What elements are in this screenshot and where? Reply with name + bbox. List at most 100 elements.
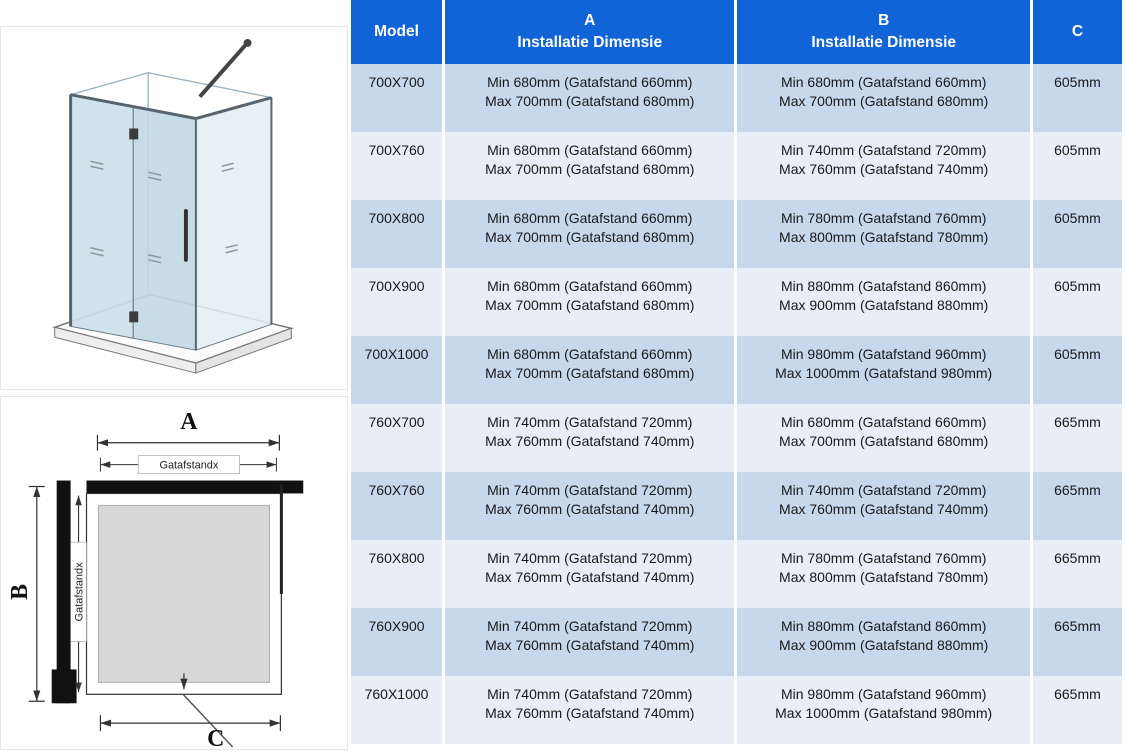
- plan-view-drawing: A Gatafstandx B: [0, 396, 348, 750]
- cell-b-max: Max 900mm (Gatafstand 880mm): [779, 636, 989, 653]
- dim-line-a: [96, 434, 280, 451]
- cell-a-max: Max 700mm (Gatafstand 680mm): [485, 160, 695, 177]
- cell-a-max: Max 760mm (Gatafstand 740mm): [485, 568, 695, 585]
- cell-a: Min 680mm (Gatafstand 660mm) Max 700mm (…: [445, 200, 735, 268]
- glass-panels: [70, 94, 272, 351]
- col-header-b-letter: B: [878, 11, 890, 29]
- col-header-a-letter: A: [584, 11, 596, 29]
- cell-b-min: Min 740mm (Gatafstand 720mm): [780, 142, 987, 158]
- cell-b: Min 680mm (Gatafstand 660mm) Max 700mm (…: [737, 404, 1030, 472]
- cell-a: Min 680mm (Gatafstand 660mm) Max 700mm (…: [445, 336, 735, 404]
- cell-a: Min 740mm (Gatafstand 720mm) Max 760mm (…: [445, 676, 735, 744]
- cell-a-min: Min 740mm (Gatafstand 720mm): [487, 550, 693, 566]
- cell-a: Min 740mm (Gatafstand 720mm) Max 760mm (…: [445, 540, 735, 608]
- cell-a-max: Max 760mm (Gatafstand 740mm): [485, 636, 695, 653]
- cell-c: 605mm: [1032, 64, 1122, 132]
- col-header-a: A Installatie Dimensie: [445, 0, 735, 64]
- table-row: 760X900 Min 740mm (Gatafstand 720mm) Max…: [351, 608, 1122, 676]
- top-wall: [86, 480, 304, 494]
- cell-model: 760X800: [351, 540, 443, 608]
- cell-a-max: Max 700mm (Gatafstand 680mm): [485, 296, 695, 313]
- cell-a-max: Max 700mm (Gatafstand 680mm): [485, 92, 695, 109]
- cell-a-min: Min 680mm (Gatafstand 660mm): [487, 346, 693, 362]
- dim-line-b: [28, 485, 45, 702]
- cell-c: 605mm: [1032, 132, 1122, 200]
- table-row: 760X700 Min 740mm (Gatafstand 720mm) Max…: [351, 404, 1122, 472]
- cell-b-max: Max 1000mm (Gatafstand 980mm): [775, 364, 993, 381]
- col-header-b: B Installatie Dimensie: [737, 0, 1030, 64]
- cell-a-max: Max 700mm (Gatafstand 680mm): [485, 364, 695, 381]
- cell-model: 760X1000: [351, 676, 443, 744]
- door-panel-1: [70, 94, 134, 339]
- cell-a: Min 680mm (Gatafstand 660mm) Max 700mm (…: [445, 268, 735, 336]
- cell-c: 665mm: [1032, 472, 1122, 540]
- cell-c: 665mm: [1032, 676, 1122, 744]
- cell-b: Min 980mm (Gatafstand 960mm) Max 1000mm …: [737, 676, 1030, 744]
- cell-a-max: Max 760mm (Gatafstand 740mm): [485, 500, 695, 517]
- glass-marks: [90, 160, 238, 264]
- table-row: 760X1000 Min 740mm (Gatafstand 720mm) Ma…: [351, 676, 1122, 744]
- cell-a: Min 740mm (Gatafstand 720mm) Max 760mm (…: [445, 608, 735, 676]
- cell-b-min: Min 680mm (Gatafstand 660mm): [780, 74, 987, 90]
- dim-line-c: [99, 715, 281, 732]
- cell-model: 700X800: [351, 200, 443, 268]
- cell-c: 665mm: [1032, 540, 1122, 608]
- cell-a-max: Max 760mm (Gatafstand 740mm): [485, 432, 695, 449]
- table-panel: Model A Installatie Dimensie B Installat…: [348, 0, 1125, 752]
- cell-c: 605mm: [1032, 268, 1122, 336]
- dim-label-c: C: [207, 726, 224, 749]
- table-row: 700X760 Min 680mm (Gatafstand 660mm) Max…: [351, 132, 1122, 200]
- cell-model: 700X760: [351, 132, 443, 200]
- cell-b-max: Max 800mm (Gatafstand 780mm): [779, 568, 989, 585]
- table-row: 700X1000 Min 680mm (Gatafstand 660mm) Ma…: [351, 336, 1122, 404]
- cell-a-min: Min 680mm (Gatafstand 660mm): [487, 142, 693, 158]
- enclosure-3d-drawing: [0, 26, 348, 390]
- cell-c: 665mm: [1032, 404, 1122, 472]
- door-hinges: [129, 128, 139, 323]
- cell-model: 700X700: [351, 64, 443, 132]
- cell-a-min: Min 680mm (Gatafstand 660mm): [487, 210, 693, 226]
- cell-a-min: Min 680mm (Gatafstand 660mm): [487, 74, 693, 90]
- walls: [51, 480, 304, 704]
- cell-b: Min 780mm (Gatafstand 760mm) Max 800mm (…: [737, 200, 1030, 268]
- cell-a: Min 740mm (Gatafstand 720mm) Max 760mm (…: [445, 404, 735, 472]
- support-bar: [198, 38, 252, 98]
- table-body: 700X700 Min 680mm (Gatafstand 660mm) Max…: [351, 64, 1122, 744]
- cell-b-max: Max 700mm (Gatafstand 680mm): [779, 432, 989, 449]
- col-header-a-subtitle: Installatie Dimensie: [517, 34, 663, 51]
- table-row: 700X900 Min 680mm (Gatafstand 660mm) Max…: [351, 268, 1122, 336]
- cell-b: Min 780mm (Gatafstand 760mm) Max 800mm (…: [737, 540, 1030, 608]
- table-row: 700X700 Min 680mm (Gatafstand 660mm) Max…: [351, 64, 1122, 132]
- cell-b-min: Min 780mm (Gatafstand 760mm): [780, 550, 987, 566]
- cell-b: Min 880mm (Gatafstand 860mm) Max 900mm (…: [737, 608, 1030, 676]
- dimension-table: Model A Installatie Dimensie B Installat…: [348, 0, 1125, 744]
- dim-line-gat-left: Gatafstandx: [70, 495, 87, 693]
- table-row: 760X800 Min 740mm (Gatafstand 720mm) Max…: [351, 540, 1122, 608]
- cell-b-min: Min 680mm (Gatafstand 660mm): [780, 414, 987, 430]
- side-panel: [195, 96, 272, 351]
- cell-b-max: Max 800mm (Gatafstand 780mm): [779, 228, 989, 245]
- diagram-panel: A Gatafstandx B: [0, 0, 348, 752]
- cell-b: Min 740mm (Gatafstand 720mm) Max 760mm (…: [737, 132, 1030, 200]
- cell-b: Min 680mm (Gatafstand 660mm) Max 700mm (…: [737, 64, 1030, 132]
- cell-b-min: Min 880mm (Gatafstand 860mm): [780, 278, 987, 294]
- cell-a-max: Max 760mm (Gatafstand 740mm): [485, 704, 695, 721]
- frame-bars: [69, 93, 273, 351]
- cell-b-min: Min 740mm (Gatafstand 720mm): [780, 482, 987, 498]
- cell-b-max: Max 760mm (Gatafstand 740mm): [779, 160, 989, 177]
- cell-b-max: Max 1000mm (Gatafstand 980mm): [775, 704, 993, 721]
- cell-model: 760X760: [351, 472, 443, 540]
- cell-a: Min 680mm (Gatafstand 660mm) Max 700mm (…: [445, 64, 735, 132]
- cell-b: Min 740mm (Gatafstand 720mm) Max 760mm (…: [737, 472, 1030, 540]
- table-header-row: Model A Installatie Dimensie B Installat…: [351, 0, 1122, 64]
- gatafstand-top-label: Gatafstandx: [159, 460, 218, 472]
- plan-view-svg: A Gatafstandx B: [7, 409, 304, 749]
- cell-b-min: Min 980mm (Gatafstand 960mm): [780, 346, 987, 362]
- cell-a-max: Max 700mm (Gatafstand 680mm): [485, 228, 695, 245]
- col-header-model: Model: [351, 0, 443, 64]
- cell-a: Min 680mm (Gatafstand 660mm) Max 700mm (…: [445, 132, 735, 200]
- cell-a-min: Min 740mm (Gatafstand 720mm): [487, 686, 693, 702]
- gatafstand-left-label: Gatafstandx: [74, 562, 86, 621]
- cell-c: 665mm: [1032, 608, 1122, 676]
- cell-b-min: Min 980mm (Gatafstand 960mm): [780, 686, 987, 702]
